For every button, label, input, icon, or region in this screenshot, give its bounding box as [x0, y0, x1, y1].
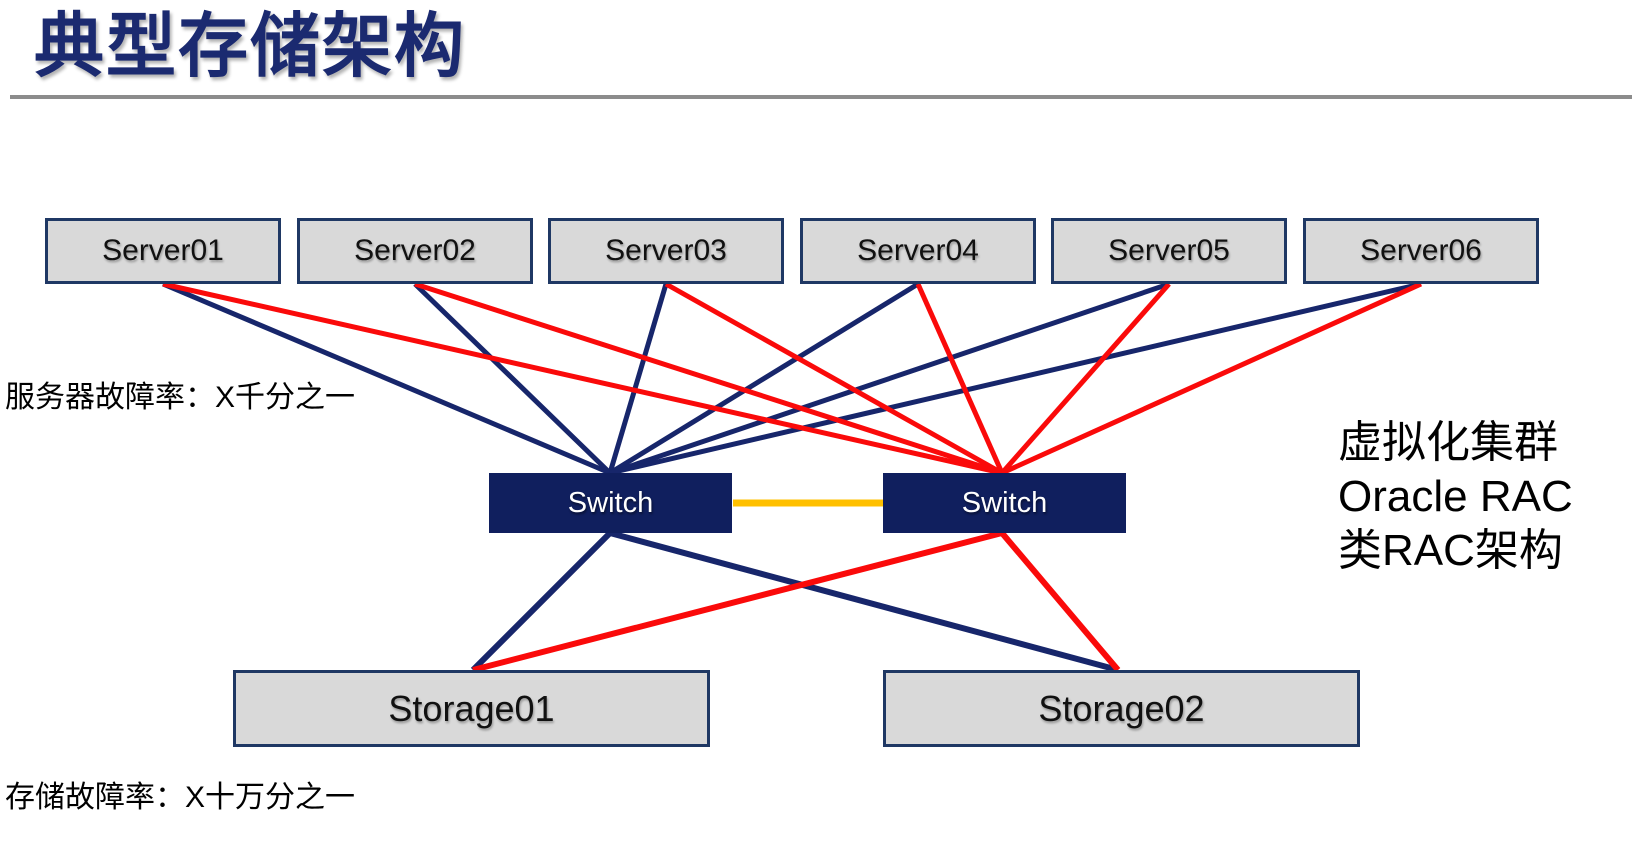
link-server2-switch1: [413, 282, 612, 475]
cluster-note-line-1: 虚拟化集群: [1338, 418, 1558, 467]
storage-failure-rate-note: 存储故障率：X十万分之一: [5, 781, 356, 814]
server-label: Server04: [857, 234, 979, 267]
switch-label: Switch: [567, 486, 654, 519]
link-server4-switch1: [608, 281, 920, 476]
page-title: 典型存储架构: [34, 7, 466, 85]
link-switch1-storage2: [609, 530, 1119, 673]
server-failure-rate-note: 服务器故障率：X千分之一: [5, 381, 356, 414]
server-node-3: Server03: [548, 218, 784, 284]
switch-label: Switch: [961, 486, 1048, 519]
cluster-note: 虚拟化集群 Oracle RAC 类RAC架构: [1338, 416, 1573, 578]
server-label: Server05: [1108, 234, 1230, 267]
server-node-6: Server06: [1303, 218, 1539, 284]
link-server1-switch1: [162, 281, 611, 476]
link-server6-switch1: [609, 281, 1422, 476]
link-server4-switch2: [915, 282, 1005, 475]
storage-label: Storage01: [388, 687, 555, 729]
cluster-note-line-2: Oracle RAC: [1338, 472, 1573, 521]
link-switch2-storage2: [999, 531, 1121, 672]
server-node-2: Server02: [297, 218, 533, 284]
server-node-1: Server01: [45, 218, 281, 284]
link-server5-switch1: [609, 281, 1170, 476]
storage-node-1: Storage01: [233, 670, 710, 747]
cluster-note-line-3: 类RAC架构: [1338, 526, 1563, 575]
storage-node-2: Storage02: [883, 670, 1360, 747]
server-label: Server01: [102, 234, 224, 267]
switch-node-2: Switch: [883, 473, 1126, 533]
link-server3-switch1: [607, 283, 669, 474]
link-server1-switch2: [162, 281, 1003, 476]
storage-label: Storage02: [1038, 687, 1205, 729]
title-divider: [10, 95, 1632, 99]
link-server2-switch2: [414, 281, 1003, 476]
server-label: Server02: [354, 234, 476, 267]
link-switch1-storage1: [470, 530, 613, 673]
server-label: Server03: [605, 234, 727, 267]
server-label: Server06: [1360, 234, 1482, 267]
server-node-4: Server04: [800, 218, 1036, 284]
link-switch2-storage1: [472, 530, 1003, 673]
server-node-5: Server05: [1051, 218, 1287, 284]
link-server6-switch2: [1000, 281, 1423, 476]
link-server5-switch2: [1000, 282, 1171, 475]
link-server3-switch2: [664, 281, 1004, 476]
switch-node-1: Switch: [489, 473, 732, 533]
